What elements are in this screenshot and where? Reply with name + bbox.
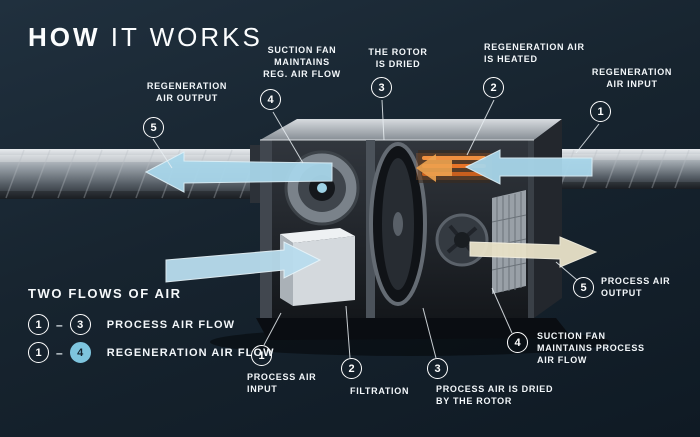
callout-process-air-input: PROCESS AIR INPUT (247, 371, 337, 395)
title-how: HOW (28, 22, 101, 52)
page-title: HOW IT WORKS (28, 22, 263, 53)
legend-dash: – (56, 317, 63, 332)
badge-filtration: 2 (341, 358, 362, 379)
leader-suction-fan-reg (272, 111, 304, 164)
callout-label: PROCESS AIR IS DRIED BY THE ROTOR (436, 384, 554, 406)
callout-process-air-output: PROCESS AIR OUTPUT (601, 275, 693, 299)
callout-label: PROCESS AIR INPUT (247, 372, 317, 394)
badge-regen-air-output: 5 (143, 117, 164, 138)
legend-badge-4: 4 (69, 342, 91, 363)
leader-rotor-dried (381, 99, 385, 141)
badge-regen-air-heated: 2 (483, 77, 504, 98)
badge-suction-fan-reg: 4 (260, 89, 281, 110)
leader-regen-output (152, 138, 173, 169)
callout-label: FILTRATION (350, 386, 410, 396)
callout-label: REGENERATION AIR OUTPUT (146, 81, 228, 103)
leader-filtration (345, 305, 351, 359)
callout-process-air-dried: PROCESS AIR IS DRIED BY THE ROTOR (436, 383, 576, 407)
badge-suction-fan-process: 4 (507, 332, 528, 353)
legend-row-regeneration-air-flow: 1 – 4 REGENERATION AIR FLOW (28, 342, 275, 363)
callout-label: REGENERATION AIR IS HEATED (484, 42, 585, 64)
callout-filtration: FILTRATION (350, 385, 440, 397)
legend-label: REGENERATION AIR FLOW (106, 346, 275, 359)
legend-badge-1: 1 (28, 342, 49, 363)
leader-suction-fan-process (491, 287, 513, 334)
process-input-arrow (165, 241, 322, 283)
process-output-arrow (469, 236, 598, 268)
callout-label: REGENERATION AIR INPUT (591, 67, 673, 89)
legend-label: PROCESS AIR FLOW (106, 318, 236, 331)
leader-regen-input (575, 123, 600, 154)
badge-process-air-dried: 3 (427, 358, 448, 379)
callout-rotor-dried: THE ROTOR IS DRIED (360, 46, 436, 70)
callout-label: THE ROTOR IS DRIED (368, 47, 428, 69)
rotor (369, 142, 427, 306)
outlet-filter (491, 190, 527, 294)
leader-regen-heated (466, 99, 495, 156)
badge-process-air-output: 5 (573, 277, 594, 298)
leader-lines (152, 99, 600, 359)
regen-output-arrow (144, 151, 333, 193)
badge-rotor-dried: 3 (371, 77, 392, 98)
callout-label: SUCTION FAN MAINTAINS PROCESS AIR FLOW (537, 331, 645, 365)
badge-regen-air-input: 1 (590, 101, 611, 122)
badge-process-air-input: 1 (251, 345, 272, 366)
title-rest: IT WORKS (100, 22, 263, 52)
legend-row-process-air-flow: 1 – 3 PROCESS AIR FLOW (28, 314, 235, 335)
legend-dash: – (56, 345, 63, 360)
regen-input-arrow (464, 149, 593, 185)
callout-suction-fan-process: SUCTION FAN MAINTAINS PROCESS AIR FLOW (537, 330, 659, 366)
legend-badge-1: 1 (28, 314, 49, 335)
leader-process-dried (422, 307, 437, 359)
leader-process-input (263, 312, 282, 346)
callout-regen-air-input: REGENERATION AIR INPUT (584, 66, 680, 90)
leader-process-output (555, 261, 578, 281)
legend-badge-3: 3 (69, 314, 91, 335)
callout-label: PROCESS AIR OUTPUT (601, 276, 671, 298)
callout-label: SUCTION FAN MAINTAINS REG. AIR FLOW (263, 45, 341, 79)
callout-regen-air-heated: REGENERATION AIR IS HEATED (484, 41, 604, 65)
legend-title: TWO FLOWS OF AIR (28, 286, 182, 301)
suction-fan-process-unit (435, 213, 489, 267)
heated-air-arrow (416, 154, 452, 182)
callout-suction-fan-reg: SUCTION FAN MAINTAINS REG. AIR FLOW (254, 44, 350, 80)
callout-regen-air-output: REGENERATION AIR OUTPUT (137, 80, 237, 104)
